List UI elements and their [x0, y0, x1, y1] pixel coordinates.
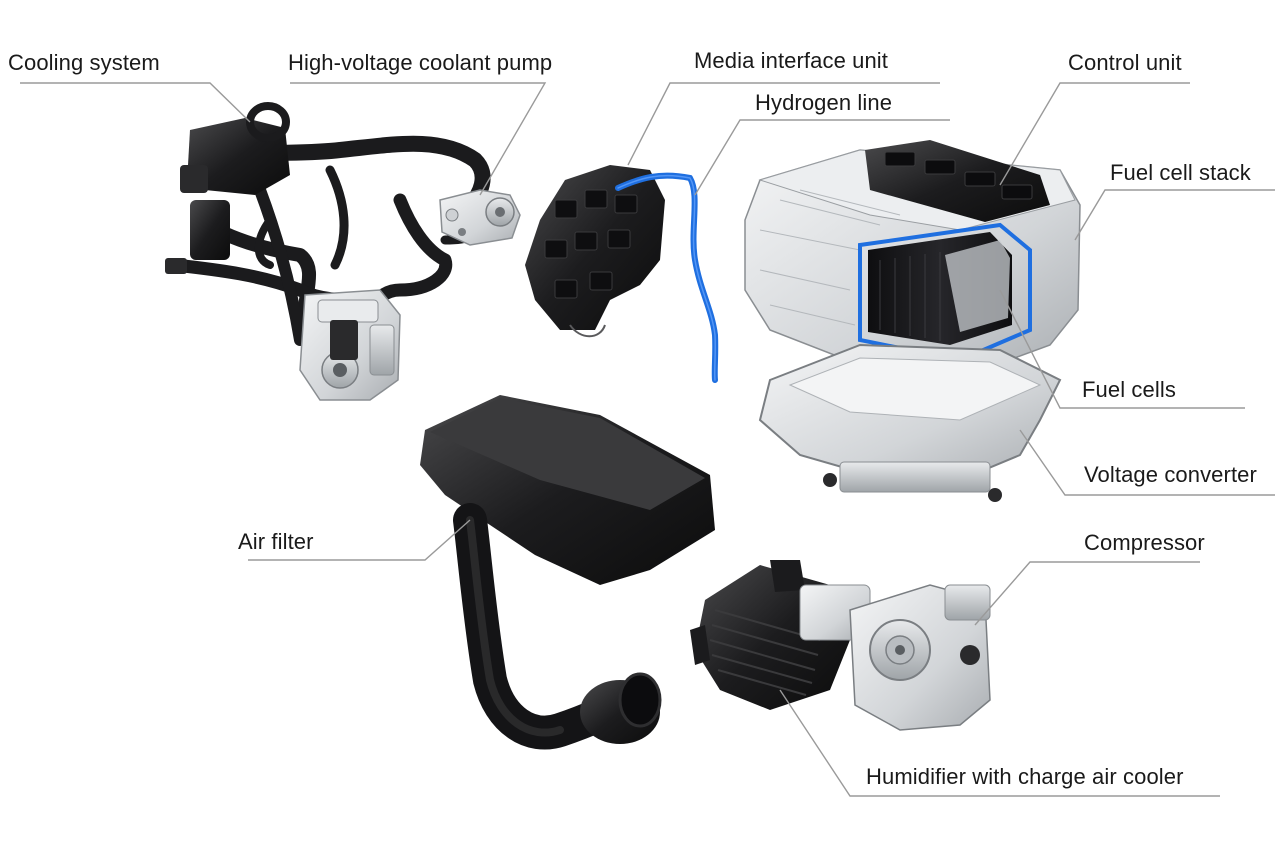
- media-interface-unit-component: [525, 165, 665, 338]
- leader-humidifier: [779, 689, 1220, 797]
- control-unit-component: [865, 140, 1050, 222]
- leader-compressor: [974, 561, 1200, 626]
- leader-fuel-cells: [999, 289, 1245, 409]
- label-fuel-cell-stack: Fuel cell stack: [1110, 160, 1251, 185]
- leader-lines: [20, 82, 1275, 797]
- humidifier-component: [690, 560, 871, 710]
- compressor-component: [849, 584, 991, 731]
- leader-voltage-converter: [1019, 429, 1275, 496]
- label-fuel-cells: Fuel cells: [1082, 377, 1176, 402]
- leader-hydrogen-line: [694, 119, 950, 196]
- coolant-pump-component: [439, 189, 521, 246]
- leader-coolant-pump: [290, 82, 547, 196]
- leader-media-interface-unit: [627, 82, 940, 166]
- label-hydrogen-line: Hydrogen line: [755, 90, 893, 115]
- leader-control-unit: [999, 82, 1190, 186]
- label-cooling-system: Cooling system: [8, 50, 160, 75]
- air-filter-component: [420, 395, 715, 750]
- leader-air-filter: [248, 519, 471, 561]
- label-coolant-pump: High-voltage coolant pump: [288, 50, 553, 75]
- cooling-system-component: [165, 102, 491, 401]
- leader-cooling-system: [20, 82, 251, 123]
- label-compressor: Compressor: [1084, 530, 1205, 555]
- fuel-cell-stack-component: [744, 140, 1081, 379]
- fuel-cells-component: [868, 232, 1012, 345]
- voltage-converter-component: [758, 343, 1062, 502]
- label-voltage-converter: Voltage converter: [1084, 462, 1257, 487]
- label-air-filter: Air filter: [238, 529, 314, 554]
- hydrogen-line-component: [615, 172, 719, 383]
- label-media-interface-unit: Media interface unit: [694, 48, 888, 73]
- leader-fuel-cell-stack: [1074, 189, 1275, 241]
- label-control-unit: Control unit: [1068, 50, 1182, 75]
- label-humidifier: Humidifier with charge air cooler: [866, 764, 1184, 789]
